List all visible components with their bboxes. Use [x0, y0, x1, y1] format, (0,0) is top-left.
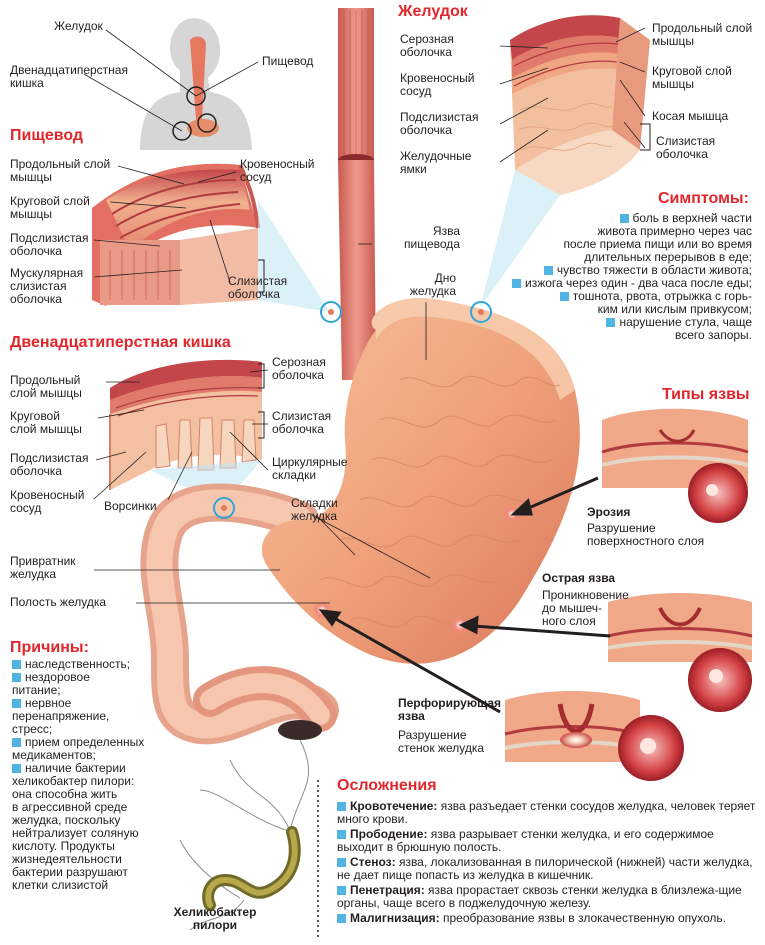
perforating-ulcer-name: Перфорирующая язва	[398, 696, 502, 723]
symptom-item: нарушение стула, чаще всего запоры.	[500, 316, 752, 342]
label-sto-serosa: Серозная оболочка	[400, 32, 454, 59]
label-duo-serosa: Серозная оболочка	[272, 355, 326, 382]
label-eso-mucosa: Слизистая оболочка	[228, 274, 288, 301]
duodenum-highlight-beam	[150, 460, 262, 505]
ulcer-types-title: Типы язвы	[662, 386, 750, 403]
complications-title: Осложнения	[337, 777, 437, 794]
bullet-square-icon	[337, 914, 346, 923]
label-sto-mucosa: Слизистая оболочка	[656, 134, 716, 161]
symptoms-list: боль в верхней части живота примерно чер…	[500, 212, 752, 342]
label-sto-submucosa: Подслизистая оболочка	[400, 110, 479, 137]
complication-item: Пенетрация: язва прорастает сквозь стенк…	[337, 883, 742, 910]
label-eso-circular: Круговой слой мышцы	[10, 194, 90, 221]
label-eso-longitudinal: Продольный слой мышцы	[10, 157, 111, 184]
esophagus-tube	[338, 8, 376, 380]
complications-list: Кровотечение: язва разъедает стенки сосу…	[337, 800, 757, 927]
cause-item: наличие бактерии хеликобактер пилори: он…	[12, 761, 139, 892]
label-esophagus-inset: Пищевод	[262, 54, 314, 68]
label-eso-submucosa: Подслизистая оболочка	[10, 231, 89, 258]
cause-item: нездоровое питание;	[12, 670, 90, 697]
label-sto-pits: Желудочные ямки	[400, 149, 472, 176]
causes-title: Причины:	[10, 639, 89, 656]
bullet-square-icon	[559, 292, 569, 301]
acute-ulcer-desc: Проникновение до мышеч- ного слоя	[542, 588, 629, 628]
complication-item: Прободение: язва разрывает стенки желудк…	[337, 827, 714, 854]
highlight-circles	[213, 301, 492, 519]
endoscopy-views	[618, 463, 752, 781]
bullet-square-icon	[619, 214, 629, 223]
stomach-highlight-beam	[480, 170, 560, 308]
symptoms-title: Симптомы:	[658, 190, 749, 207]
causes-list: наследственность; нездоровое питание; не…	[12, 658, 162, 892]
erosion-name: Эрозия	[587, 505, 631, 519]
perforating-ulcer-desc: Разрушение стенок желудка	[398, 728, 485, 755]
leader-lines	[83, 27, 646, 604]
cause-item: наследственность;	[12, 658, 162, 671]
symptom-item: чувство тяжести в области живота;	[500, 264, 752, 277]
bracket-lines	[258, 123, 651, 439]
label-eso-vessel: Кровеносный сосуд	[240, 157, 315, 184]
esophagus-section-figure	[92, 163, 260, 306]
bullet-square-icon	[337, 886, 346, 895]
label-stomach-inset: Желудок	[54, 19, 103, 33]
cause-item: прием определенных медикаментов;	[12, 735, 145, 762]
label-fundus: Дно желудка	[409, 271, 456, 298]
symptom-item: боль в верхней части живота примерно чер…	[563, 211, 752, 264]
label-duo-circular-folds: Циркулярные складки	[272, 455, 348, 482]
bullet-square-icon	[337, 802, 346, 811]
stomach-wall-figure	[510, 15, 650, 195]
label-pylorus: Привратник желудка	[10, 554, 76, 581]
complication-item: Кровотечение: язва разъедает стенки сосу…	[337, 799, 756, 826]
bullet-square-icon	[12, 738, 21, 747]
label-duodenum-inset: Двенадцатиперстная кишка	[10, 63, 128, 90]
bullet-square-icon	[12, 660, 21, 669]
helicobacter-label: Хеликобактер пилори	[173, 905, 257, 932]
intestine	[140, 483, 339, 745]
label-esophageal-ulcer: Язва пищевода	[404, 224, 460, 251]
label-duo-villi: Ворсинки	[104, 499, 157, 513]
complication-item: Стеноз: язва, локализованная в пилоричес…	[337, 855, 753, 882]
ulcer-arrows	[318, 476, 611, 714]
erosion-desc: Разрушение поверхностного слоя	[587, 521, 705, 548]
bullet-square-icon	[606, 318, 616, 327]
esophagus-highlight-beam	[258, 200, 330, 312]
bullet-square-icon	[511, 279, 521, 288]
bullet-square-icon	[543, 266, 553, 275]
esophagus-section-title: Пищевод	[10, 127, 84, 144]
label-duo-mucosa: Слизистая оболочка	[272, 409, 332, 436]
symptom-item: тошнота, рвота, отрыжка с горь- ким или …	[500, 290, 752, 316]
helicobacter-figure	[179, 739, 309, 931]
label-sto-oblique: Косая мышца	[652, 109, 729, 123]
acute-ulcer-name: Острая язва	[542, 571, 616, 585]
highlight-dots	[221, 309, 484, 511]
bullet-square-icon	[337, 830, 346, 839]
label-eso-muscularis: Мускулярная слизистая оболочка	[10, 266, 84, 306]
complication-item: Малигнизация: преобразование язвы в злок…	[337, 912, 757, 925]
symptom-item: изжога через один - два часа после еды;	[500, 277, 752, 290]
bullet-square-icon	[337, 858, 346, 867]
label-sto-longitudinal: Продольный слой мышцы	[652, 21, 753, 48]
duodenum-section-title: Двенадцатиперстная кишка	[10, 334, 231, 351]
label-cavity: Полость желудка	[10, 595, 107, 609]
label-duo-submucosa: Подслизистая оболочка	[10, 451, 89, 478]
bullet-square-icon	[12, 673, 21, 682]
label-duo-longitudinal: Продольный слой мышцы	[10, 373, 82, 400]
bullet-square-icon	[12, 764, 21, 773]
duodenum-section-figure	[109, 359, 262, 490]
label-sto-circular: Круговой слой мышцы	[652, 64, 732, 91]
body-inset-figure	[140, 18, 252, 151]
cause-item: нервное перенапряжение, стресс;	[12, 696, 110, 736]
label-duo-circular: Круговой слой мышцы	[10, 409, 82, 436]
stomach-section-title: Желудок	[398, 3, 468, 20]
label-duo-vessel: Кровеносный сосуд	[10, 488, 85, 515]
intestine-opening	[278, 720, 322, 740]
bullet-square-icon	[12, 699, 21, 708]
label-sto-vessel: Кровеносный сосуд	[400, 71, 475, 98]
label-folds: Складки желудка	[291, 496, 338, 523]
